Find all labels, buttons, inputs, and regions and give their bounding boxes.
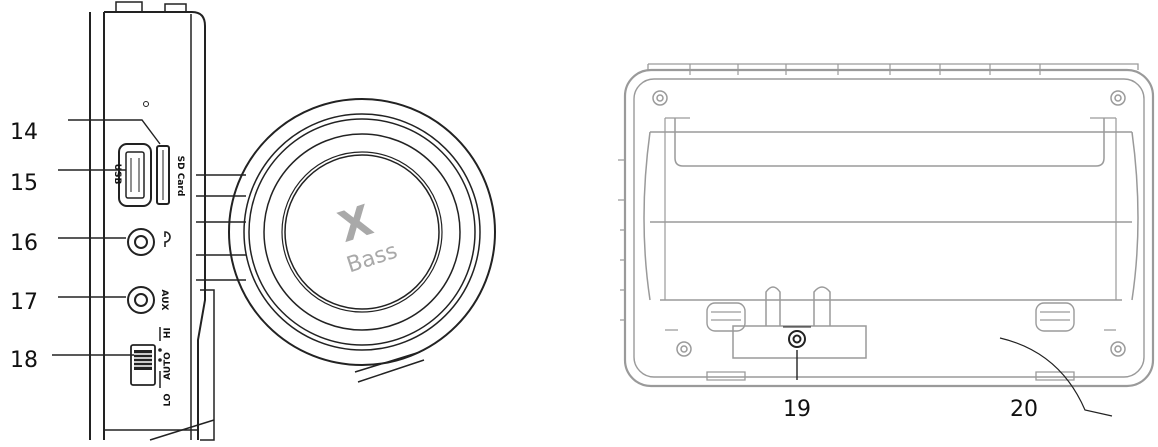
indicator-dot	[143, 101, 149, 107]
logo-mark: X	[333, 195, 379, 252]
leader-lines-left	[52, 119, 161, 356]
callout-18: 18	[10, 348, 38, 373]
back-view: 19 20	[618, 63, 1155, 422]
aux-jack: AUX	[127, 286, 169, 314]
dc-input-panel	[732, 325, 867, 359]
device-body	[89, 1, 206, 440]
speaker-grille	[228, 98, 496, 366]
sd-card-slot: SD Card	[156, 145, 185, 205]
callout-20: 20	[1010, 397, 1038, 422]
usb-label: USB	[112, 164, 122, 185]
rear-handle	[643, 117, 1139, 331]
callout-17: 17	[10, 290, 38, 315]
switch-hi-label: HI	[163, 328, 173, 339]
callout-14: 14	[10, 120, 38, 145]
callout-19: 19	[783, 397, 811, 422]
sd-card-label: SD Card	[175, 156, 185, 197]
cable-slots	[765, 286, 831, 326]
aux-label: AUX	[159, 290, 169, 311]
bass-mode-switch: HI AUTO LO	[130, 327, 173, 407]
switch-knob	[134, 350, 152, 370]
rear-casing	[618, 63, 1155, 388]
switch-lo-label: LO	[163, 393, 173, 406]
callout-16: 16	[10, 231, 38, 256]
side-view: X Bass USB SD Card AUX	[10, 1, 496, 441]
corner-screws	[652, 90, 1126, 357]
usb-port: USB	[112, 143, 152, 207]
headphone-icon	[164, 231, 171, 247]
rear-feet	[706, 302, 1075, 381]
leader-lines-right	[796, 337, 1113, 417]
xbass-logo: X Bass	[333, 195, 401, 278]
switch-auto-label: AUTO	[163, 352, 173, 380]
callout-15: 15	[10, 171, 38, 196]
headphone-jack	[127, 228, 171, 256]
